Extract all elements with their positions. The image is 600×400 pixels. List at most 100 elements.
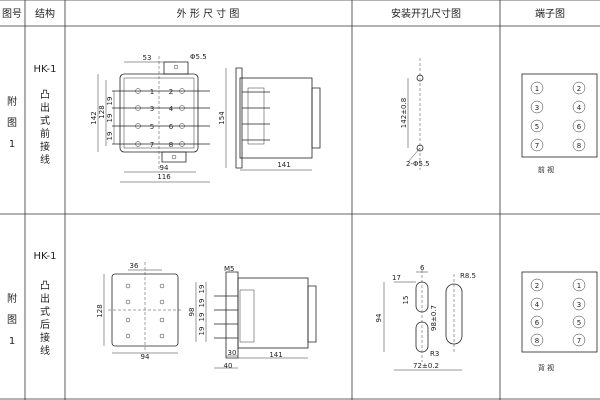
svg-text:出: 出 [40,292,50,305]
row2-mounting: 17 6 15 R8.5 94 98±0.7 R3 72±0.2 [375,264,476,371]
svg-text:98: 98 [188,308,196,317]
svg-text:19: 19 [106,132,114,141]
svg-text:6: 6 [577,123,582,131]
svg-text:附: 附 [7,292,17,305]
svg-text:17: 17 [392,274,401,282]
svg-text:1: 1 [150,88,154,96]
svg-text:附: 附 [7,95,17,108]
header-outline: 外 形 尺 寸 图 [177,7,240,20]
svg-text:图: 图 [7,117,17,129]
row1-terminal: 1 2 3 4 5 6 7 8 前 视 [521,73,598,174]
svg-text:4: 4 [535,301,540,309]
row1-front-view: 1 2 3 4 5 6 7 8 53 Φ5.5 94 116 142 128 1… [90,53,210,183]
svg-text:凸: 凸 [40,89,50,101]
row1-side-view: 154 141 [218,67,321,171]
svg-text:19: 19 [106,114,114,123]
svg-text:30: 30 [228,349,237,357]
svg-text:Φ5.5: Φ5.5 [190,53,207,61]
svg-text:116: 116 [157,173,171,181]
svg-text:2: 2 [535,282,539,290]
svg-text:94: 94 [160,164,169,172]
svg-text:4: 4 [169,105,174,113]
row2-side-view: M5 98 19 19 19 19 30 40 141 [188,265,317,370]
row1-terminal-caption: 前 视 [538,165,554,174]
row2-terminal-caption: 背 视 [538,363,554,372]
svg-text:40: 40 [224,362,233,370]
svg-text:142: 142 [90,111,98,124]
header-mounting: 安装开孔尺寸图 [391,7,461,20]
svg-text:1: 1 [9,139,15,150]
svg-text:1: 1 [577,282,581,290]
row1-terminal-circles [530,81,586,152]
row1-mounting: 142±0.8 2-Φ5.5 [400,58,430,170]
row2-terminal: 2 1 4 3 6 5 8 7 背 视 [521,271,598,372]
svg-text:线: 线 [40,344,50,357]
header-terminal: 端子图 [535,7,565,20]
svg-text:式: 式 [40,114,50,127]
row1-contacts: 1 2 3 4 5 6 7 8 [112,88,210,149]
svg-text:2: 2 [169,88,173,96]
svg-text:R8.5: R8.5 [460,272,476,280]
svg-text:19: 19 [198,313,206,322]
svg-text:36: 36 [130,262,139,270]
row2-front-view: 36 94 128 [96,262,182,361]
header-structure: 结构 [35,7,55,20]
row1-structure: 凸 出 式 前 接 线 [40,89,50,166]
row2-structure: 凸 出 式 后 接 线 [40,280,50,357]
svg-text:3: 3 [150,105,154,113]
svg-text:5: 5 [577,319,581,327]
svg-text:5: 5 [150,123,154,131]
row2-fig-label: 附 图 1 [7,292,17,347]
svg-text:94: 94 [141,353,150,361]
svg-text:R3: R3 [430,350,439,358]
svg-text:凸: 凸 [40,280,50,292]
svg-text:19: 19 [198,285,206,294]
svg-text:M5: M5 [224,265,235,273]
svg-text:6: 6 [169,123,174,131]
svg-text:出: 出 [40,101,50,114]
svg-text:6: 6 [420,264,425,272]
svg-text:53: 53 [143,54,152,62]
svg-text:图: 图 [7,314,17,326]
svg-text:128: 128 [98,105,106,118]
svg-text:接: 接 [40,140,50,153]
svg-text:后: 后 [40,319,50,331]
svg-text:6: 6 [535,319,540,327]
svg-text:98±0.7: 98±0.7 [430,305,438,331]
svg-text:线: 线 [40,153,50,166]
svg-text:19: 19 [198,327,206,336]
svg-text:8: 8 [169,141,173,149]
header-fig-no: 图号 [2,8,22,20]
svg-text:15: 15 [402,296,410,305]
svg-text:154: 154 [218,111,226,125]
svg-text:前: 前 [40,127,50,140]
row2-model: HK-1 [34,251,57,262]
svg-text:2-Φ5.5: 2-Φ5.5 [406,160,430,168]
svg-text:3: 3 [577,301,581,309]
svg-text:1: 1 [9,336,15,347]
svg-text:3: 3 [535,104,539,112]
svg-text:8: 8 [577,142,581,150]
svg-text:式: 式 [40,305,50,318]
svg-text:1: 1 [535,85,539,93]
svg-text:4: 4 [577,104,582,112]
row1-fig-label: 附 图 1 [7,95,17,150]
svg-text:142±0.8: 142±0.8 [400,98,408,128]
svg-text:19: 19 [106,97,114,106]
svg-text:7: 7 [150,141,154,149]
row1-model: HK-1 [34,64,57,75]
svg-text:7: 7 [577,337,581,345]
svg-text:141: 141 [269,351,282,359]
svg-text:5: 5 [535,123,539,131]
svg-text:141: 141 [277,161,290,169]
svg-text:2: 2 [577,85,581,93]
svg-text:接: 接 [40,331,50,344]
svg-text:94: 94 [375,313,383,322]
svg-text:72±0.2: 72±0.2 [413,362,439,370]
svg-text:128: 128 [96,304,104,317]
svg-text:8: 8 [535,337,539,345]
svg-text:7: 7 [535,142,539,150]
svg-text:19: 19 [198,299,206,308]
